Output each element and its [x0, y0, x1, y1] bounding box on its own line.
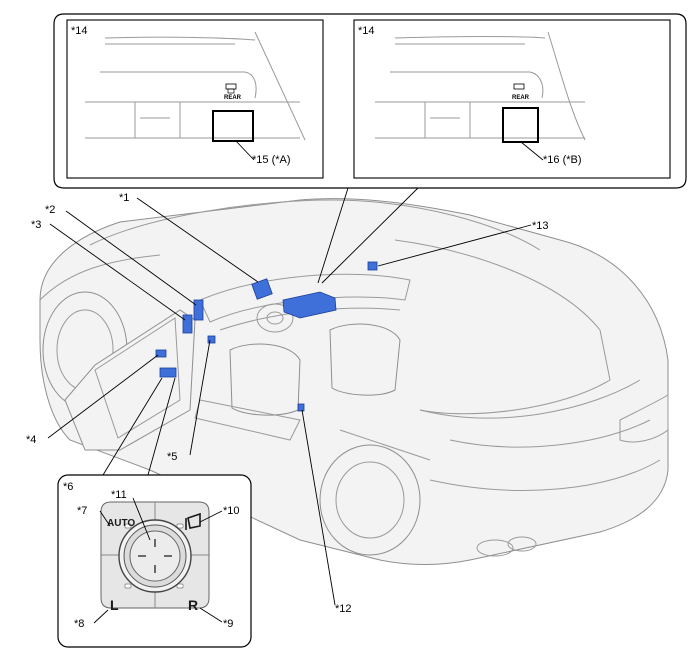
- part-4: [155, 349, 167, 358]
- part-5: [207, 335, 216, 344]
- auto-button[interactable]: AUTO: [107, 518, 135, 529]
- switch-highlight-a: [212, 110, 254, 142]
- mirror-switch: AUTO L R: [100, 501, 210, 613]
- callout-14a: *14: [71, 25, 88, 37]
- callout-13: *13: [532, 220, 549, 232]
- funnel-line-right: [321, 187, 419, 284]
- part-13: [367, 261, 378, 271]
- rear-label-a: REAR: [224, 95, 242, 101]
- leader-lines: [47, 197, 532, 624]
- mirror-adjust-joystick[interactable]: [118, 519, 192, 593]
- callout-4: *4: [26, 434, 36, 446]
- funnel-line-switch-left: [102, 377, 163, 476]
- vehicle-illustration: [39, 198, 669, 565]
- highlighted-parts: [155, 261, 378, 412]
- callout-12: *12: [335, 603, 352, 615]
- callout-16: *16 (*B): [543, 154, 582, 166]
- right-mirror-button[interactable]: R: [188, 597, 198, 613]
- part-2: [193, 299, 204, 321]
- callout-8: *8: [74, 618, 84, 630]
- switch-highlight-b: [502, 107, 539, 143]
- callout-7: *7: [77, 505, 87, 517]
- part-3: [182, 314, 193, 334]
- rear-label-b: REAR: [512, 95, 530, 101]
- callout-11: *11: [111, 489, 127, 501]
- left-mirror-button[interactable]: L: [110, 597, 119, 613]
- part-12: [297, 403, 305, 412]
- callout-15: *15 (*A): [252, 154, 291, 166]
- part-1: [251, 278, 273, 300]
- right-label: R: [188, 597, 198, 613]
- part-6: [159, 367, 177, 378]
- rear-defog-icon: [227, 88, 235, 94]
- left-label: L: [110, 597, 119, 613]
- funnel-line-switch-right: [147, 377, 176, 476]
- callout-1: *1: [119, 192, 129, 204]
- mirror-fold-icon[interactable]: [185, 512, 201, 530]
- callout-14b: *14: [358, 25, 375, 37]
- auto-label: AUTO: [107, 518, 135, 529]
- part-14: [282, 291, 337, 319]
- callout-2: *2: [45, 204, 55, 216]
- callout-6: *6: [63, 481, 73, 493]
- callout-5: *5: [167, 451, 177, 463]
- callout-9: *9: [223, 618, 233, 630]
- detail-panel-b: REAR *14 *16 (*B): [353, 19, 671, 179]
- callout-10: *10: [223, 505, 240, 517]
- callout-3: *3: [31, 219, 41, 231]
- detail-panel-a: REAR *14 *15 (*A): [66, 19, 324, 179]
- funnel-line-left: [317, 187, 349, 284]
